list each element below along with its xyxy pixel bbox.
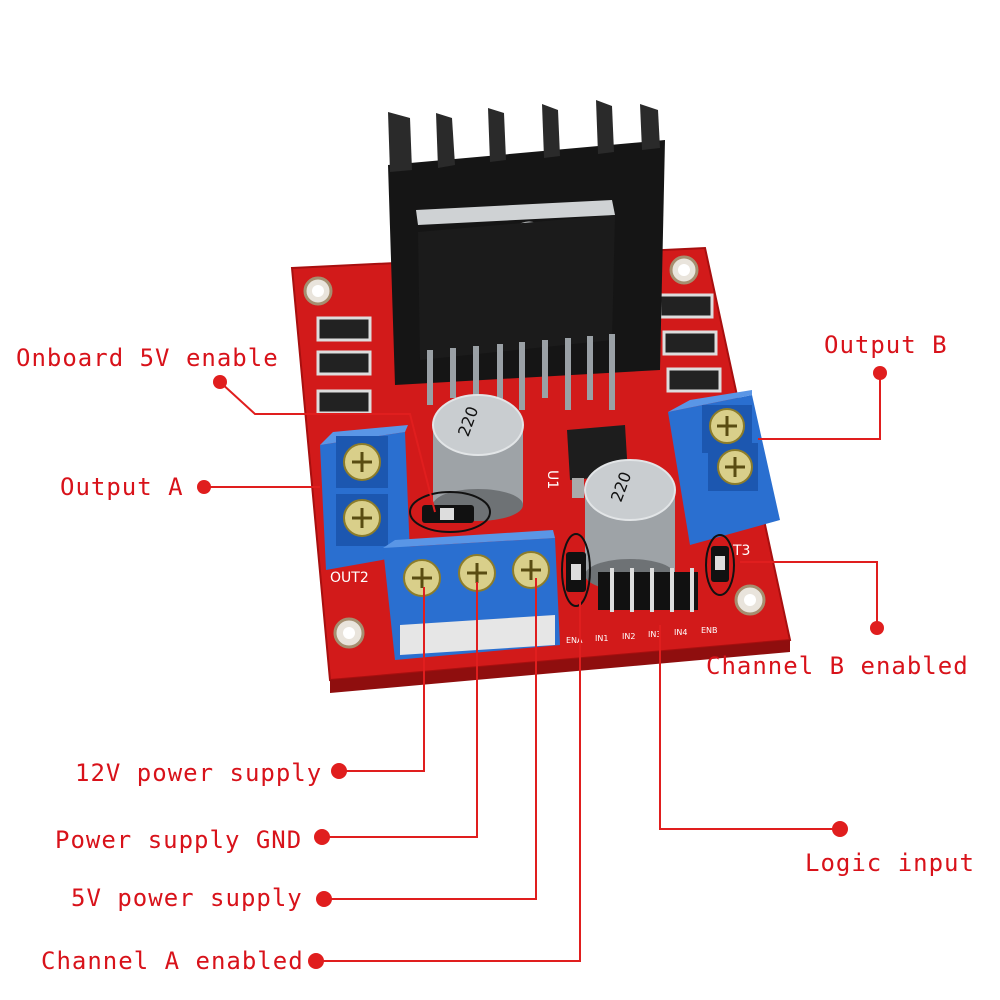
leader-output-b [758, 373, 881, 440]
silk-out3: T3 [732, 543, 750, 559]
dot-channel-b [870, 621, 884, 635]
jumper-enb [705, 534, 735, 596]
leader-lines [207, 373, 881, 962]
label-5v-power-supply: 5V power supply [71, 884, 303, 912]
dot-onboard-5v [213, 375, 227, 389]
dot-12v [331, 763, 347, 779]
leader-5v [324, 578, 537, 900]
label-power-supply-gnd: Power supply GND [55, 826, 303, 854]
silk-u1: U1 [544, 470, 560, 489]
pin-label-ena: ENA [566, 636, 583, 645]
capacitor-left: 220 [432, 394, 524, 521]
leader-onboard-5v [219, 381, 436, 513]
heatsink [388, 100, 665, 385]
ic-pins [427, 334, 615, 410]
label-output-b: Output B [824, 331, 948, 359]
pin-label-in3: IN3 [648, 630, 661, 639]
jumper-ena [561, 533, 591, 607]
dot-output-b [873, 366, 887, 380]
label-logic-input: Logic input [805, 849, 975, 877]
pin-label-in2: IN2 [622, 632, 635, 641]
terminal-output-a [320, 425, 410, 570]
dot-channel-a [308, 953, 324, 969]
dot-gnd [314, 829, 330, 845]
pin-label-in4: IN4 [674, 628, 687, 637]
terminal-power [383, 530, 560, 660]
dot-5v [316, 891, 332, 907]
smd-diodes-right [658, 293, 722, 393]
leader-channel-b [740, 561, 878, 628]
callout-dots [197, 366, 887, 969]
logic-header [598, 568, 698, 612]
label-onboard-5v-enable: Onboard 5V enable [16, 344, 279, 372]
leader-logic-input [659, 625, 840, 830]
label-channel-a-enabled: Channel A enabled [41, 947, 304, 975]
label-12v-power-supply: 12V power supply [75, 759, 323, 787]
pin-label-enb: ENB [701, 626, 718, 635]
leader-12v [339, 587, 425, 772]
label-channel-b-enabled: Channel B enabled [706, 652, 969, 680]
dot-output-a [197, 480, 211, 494]
mounting-holes [303, 255, 766, 649]
leader-gnd [322, 582, 478, 838]
smd-diodes-left [316, 316, 372, 415]
dot-logic-input [832, 821, 848, 837]
pin-labels: ENA IN1 IN2 IN3 IN4 ENB [566, 626, 718, 645]
label-output-a: Output A [60, 473, 184, 501]
silk-out2: OUT2 [330, 570, 369, 586]
leader-channel-a [316, 600, 581, 962]
pin-label-in1: IN1 [595, 634, 608, 643]
terminal-output-b [668, 390, 780, 545]
